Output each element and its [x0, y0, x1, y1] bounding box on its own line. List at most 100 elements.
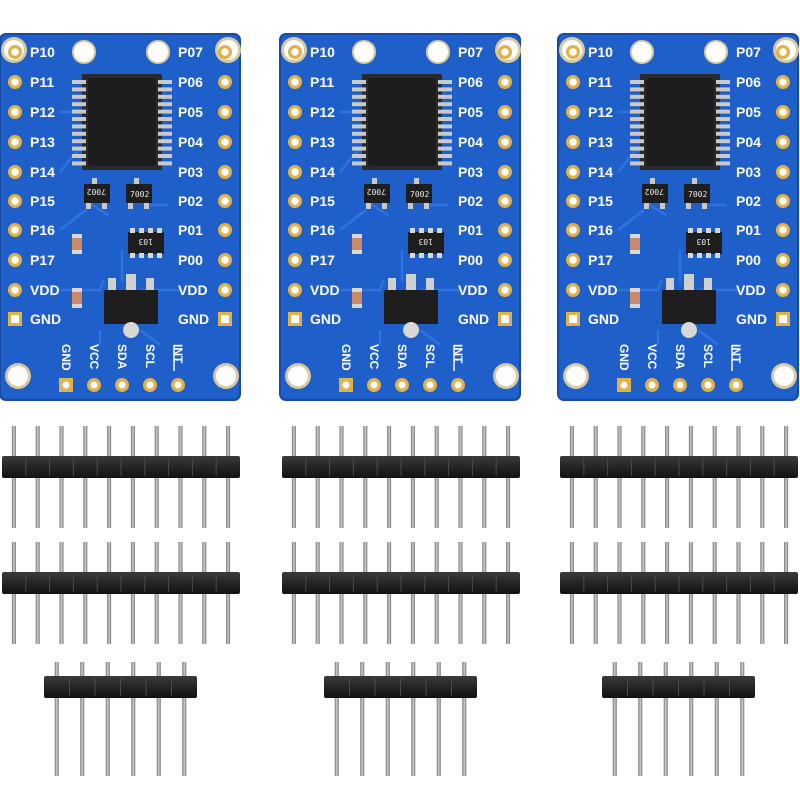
regulator-lead — [388, 278, 396, 292]
ic-lead — [438, 131, 452, 136]
transistor-lead — [660, 202, 665, 209]
ic-lead — [352, 102, 366, 107]
resistor-array-pad — [437, 228, 442, 233]
pin-hole — [291, 226, 299, 234]
transistor-body — [406, 184, 432, 203]
ic-lead — [716, 139, 730, 144]
bottom-pin-label: GND — [339, 344, 353, 371]
pin-hole — [779, 108, 787, 116]
pcb-trace — [697, 329, 719, 346]
bottom-pin-label: GND — [617, 344, 631, 371]
ic-lead — [716, 154, 730, 158]
transistor-lead — [414, 178, 419, 185]
ic-lead — [630, 94, 644, 99]
pin-hole — [501, 315, 509, 323]
right-pin-label: P07 — [736, 44, 761, 60]
left-pin-label: P15 — [310, 193, 335, 209]
pin-hole — [676, 381, 684, 389]
ic-lead — [630, 117, 644, 121]
smd-body — [630, 292, 640, 304]
transistor-lead — [86, 202, 91, 209]
left-pin-label: GND — [30, 311, 61, 327]
regulator-body — [384, 290, 438, 324]
pin-hole — [704, 381, 712, 389]
resistor-array: 103 — [686, 228, 722, 258]
pcb-trace — [617, 209, 645, 231]
main-ic — [630, 74, 730, 170]
transistor-lead — [372, 178, 377, 185]
smd-body — [72, 238, 82, 250]
pin-hole — [569, 197, 577, 205]
transistor-body — [84, 184, 110, 203]
pcb-trace — [339, 209, 367, 231]
regulator-body — [662, 290, 716, 324]
pin-hole — [779, 256, 787, 264]
ic-lead — [630, 139, 644, 144]
ic-lead — [716, 87, 730, 92]
regulator-tab — [681, 322, 697, 338]
transistor: 7002 — [364, 178, 390, 209]
ic-lead — [438, 87, 452, 92]
smd-end — [72, 234, 82, 238]
transistor-lead — [134, 178, 139, 185]
resistor-array-pad — [157, 253, 162, 258]
transistor-lead — [692, 178, 697, 185]
mounting-hole — [216, 366, 236, 386]
smd-end — [352, 304, 362, 308]
pin-header — [324, 662, 477, 776]
ic-lead — [716, 102, 730, 107]
bottom-pin-label: SCL — [701, 344, 715, 368]
resistor-array-marking: 103 — [418, 237, 433, 246]
ic-lead — [716, 117, 730, 121]
right-pin-label: P00 — [736, 252, 761, 268]
ic-lead — [72, 161, 86, 166]
bottom-pin-label: INT — [171, 344, 185, 364]
pin-hole — [454, 381, 462, 389]
pin-header — [2, 542, 240, 644]
transistor-lead — [102, 202, 107, 209]
regulator-lead — [406, 274, 416, 292]
header-pin — [360, 662, 365, 776]
header-pin — [80, 662, 85, 776]
transistor: 7002 — [684, 178, 710, 209]
pin-hole — [779, 315, 787, 323]
ic-lead — [716, 146, 730, 151]
pin-hole — [11, 315, 19, 323]
ic-lead — [438, 117, 452, 121]
ic-lead — [72, 124, 86, 129]
left-pin-label: P10 — [30, 44, 55, 60]
resistor-array-pad — [697, 228, 702, 233]
header-pin — [714, 662, 719, 776]
smd-end — [630, 234, 640, 238]
resistor-array-pad — [410, 253, 415, 258]
pin-hole — [118, 381, 126, 389]
transistor-lead — [408, 202, 413, 209]
ic-lead — [158, 139, 172, 144]
ic-lead — [352, 146, 366, 151]
bottom-pin-label: SDA — [115, 344, 129, 370]
ic-lead — [72, 117, 86, 121]
ic-lead — [630, 80, 644, 84]
ic-lead — [352, 161, 366, 166]
pin-hole — [569, 78, 577, 86]
transistor: 7002 — [84, 178, 110, 209]
resistor-array-pad — [157, 228, 162, 233]
resistor-array-pad — [428, 253, 433, 258]
right-pin-label: P02 — [178, 193, 203, 209]
pin-hole — [501, 197, 509, 205]
left-pin-label: P14 — [588, 164, 613, 180]
resistor-array-pad — [715, 228, 720, 233]
pin-hole — [779, 286, 787, 294]
smd-body — [72, 292, 82, 304]
ic-lead — [630, 87, 644, 92]
regulator-lead — [108, 278, 116, 292]
ic-lead — [438, 124, 452, 129]
mounting-hole — [704, 40, 728, 64]
left-pin-label: P13 — [30, 134, 55, 150]
bottom-pin-label: INT — [451, 344, 465, 364]
pin-hole — [569, 256, 577, 264]
resistor-array: 103 — [128, 228, 164, 258]
left-pin-label: GND — [310, 311, 341, 327]
ic-lead — [158, 154, 172, 158]
pcb-body — [557, 33, 799, 401]
